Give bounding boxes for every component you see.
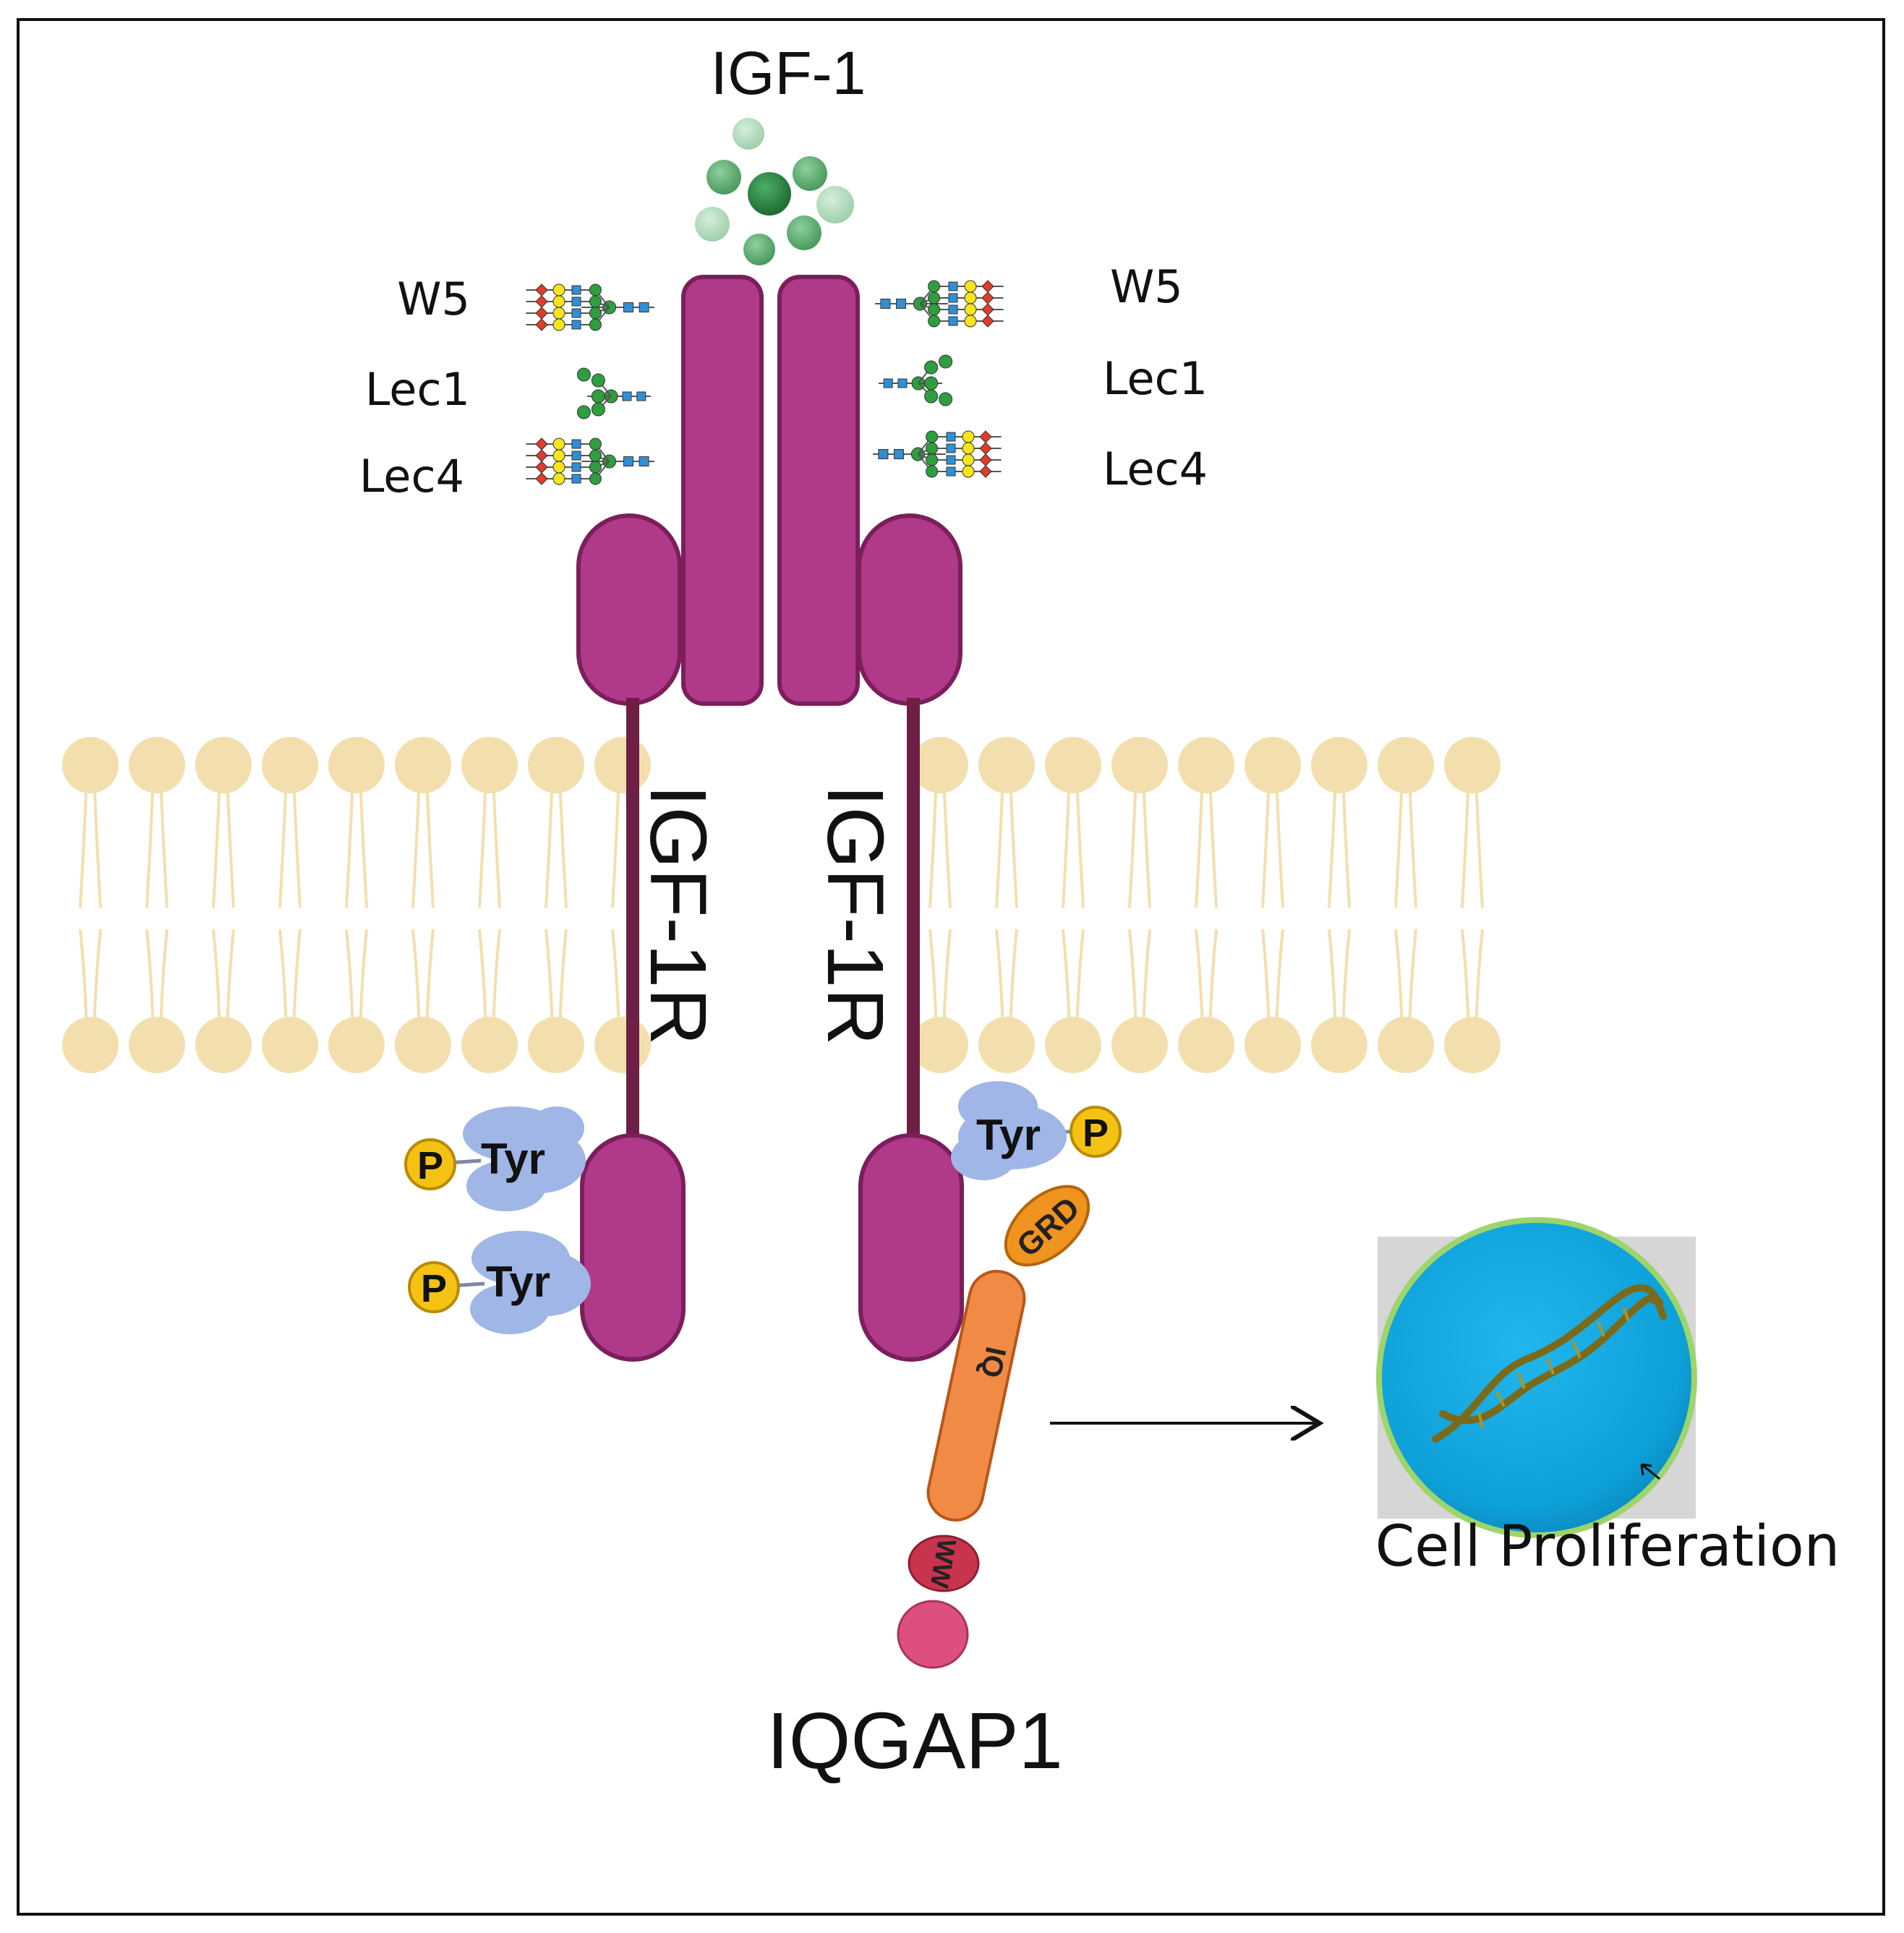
lipid-molecule xyxy=(461,737,518,1073)
lipid-molecule xyxy=(1311,737,1367,1073)
kinase-domain-left xyxy=(580,1133,686,1362)
tyr-label: Tyr xyxy=(486,1258,550,1306)
lipid-molecule xyxy=(395,737,451,1073)
tyr-label: Tyr xyxy=(481,1135,545,1183)
igf1-ligand xyxy=(695,118,854,265)
tyr-label: Tyr xyxy=(976,1111,1041,1159)
iqgap1-tail xyxy=(897,1600,969,1669)
pointer-mark xyxy=(1640,1463,1660,1480)
figure-border xyxy=(17,18,1885,1916)
lipid-molecule xyxy=(1378,737,1434,1073)
iq-domain: IQ xyxy=(926,1269,1026,1522)
lipid-molecule xyxy=(129,737,185,1073)
glycan-label-left-w5: W5 xyxy=(397,273,470,325)
dna-rungs xyxy=(1477,1307,1630,1429)
glycan-tree xyxy=(526,283,654,331)
tyr-blob xyxy=(463,1106,586,1211)
phospho-tyr-right: P Tyr xyxy=(951,1081,1122,1180)
phosphate-circle xyxy=(1070,1106,1122,1158)
lipid-molecule xyxy=(328,737,385,1073)
lipid-molecule xyxy=(195,737,252,1073)
lipid-molecule xyxy=(1444,737,1500,1073)
glycan-tree xyxy=(873,430,1002,478)
lipid-molecule xyxy=(262,737,318,1073)
igf1r-alpha-subunits xyxy=(576,275,962,706)
lipid-molecule xyxy=(1245,737,1301,1073)
nucleus-panel xyxy=(1376,1217,1697,1538)
igf1r-label-right: IGF-1R xyxy=(811,785,900,1046)
tyr-blob xyxy=(951,1081,1067,1180)
phosphate-circle xyxy=(408,1261,460,1313)
cell-proliferation-label: Cell Proliferation xyxy=(1375,1514,1840,1579)
glycan-tree xyxy=(879,354,953,406)
iqgap1-label: IQGAP1 xyxy=(767,1697,1063,1785)
lipid-molecule xyxy=(1178,737,1234,1073)
phosphate-circle xyxy=(404,1138,456,1190)
glycan-tree xyxy=(875,280,1004,328)
phospho-tyr-left-upper: P Tyr xyxy=(404,1106,586,1211)
lipid-molecule xyxy=(912,737,968,1073)
igf1r-label-left: IGF-1R xyxy=(633,785,722,1046)
igf1-label: IGF-1 xyxy=(711,39,866,107)
phosphate-label: P xyxy=(417,1144,443,1187)
lipid-molecule xyxy=(978,737,1035,1073)
lipid-molecule xyxy=(528,737,584,1073)
lipid-molecule xyxy=(62,737,119,1073)
phosphate-label: P xyxy=(421,1267,447,1310)
lipid-bilayer xyxy=(62,737,1500,1073)
glycan-label-right-lec1: Lec1 xyxy=(1103,352,1208,405)
glycan-label-left-lec4: Lec4 xyxy=(359,450,464,503)
grd-domain: GRD xyxy=(1004,1185,1090,1267)
phospho-tyr-left-lower: P Tyr xyxy=(408,1231,591,1334)
iq-label: IQ xyxy=(974,1344,1012,1381)
ww-domain: WW xyxy=(908,1535,980,1592)
lipid-molecule xyxy=(1111,737,1168,1073)
kinase-domain-right xyxy=(858,1133,964,1362)
lipid-molecule xyxy=(1045,737,1101,1073)
glycan-label-right-lec4: Lec4 xyxy=(1103,443,1208,495)
tyr-blob xyxy=(470,1231,591,1334)
phosphate-label: P xyxy=(1083,1111,1109,1155)
glycan-tree xyxy=(576,367,651,419)
glycan-tree xyxy=(526,438,654,485)
dna-helix-icon xyxy=(1432,1284,1667,1443)
glycan-structures xyxy=(526,280,1004,485)
glycan-label-left-lec1: Lec1 xyxy=(365,363,470,416)
glycan-label-right-w5: W5 xyxy=(1110,260,1183,313)
